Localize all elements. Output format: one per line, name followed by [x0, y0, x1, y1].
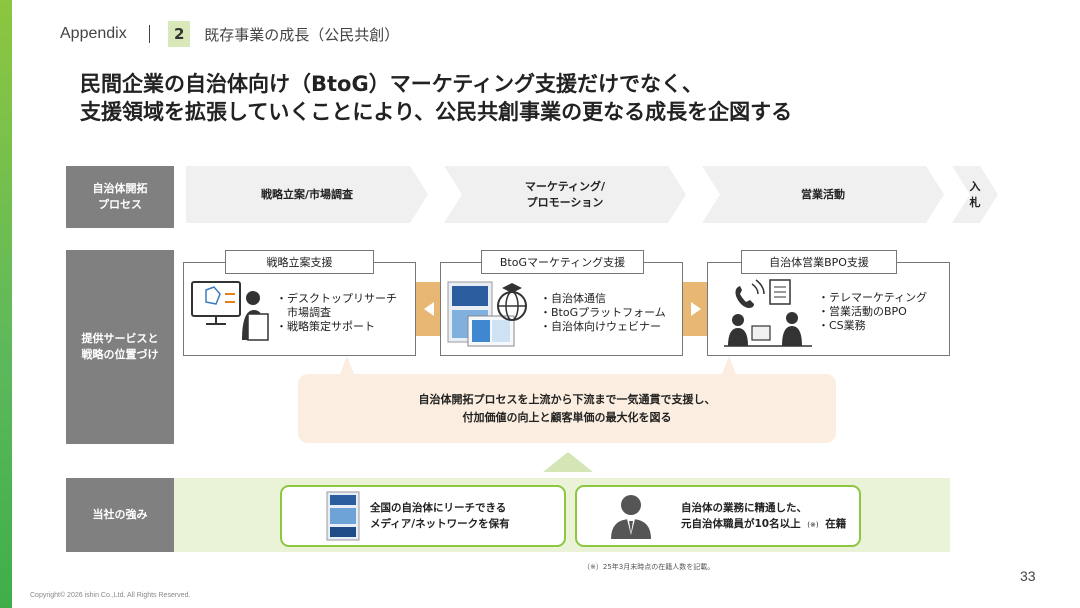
process-step-label: 入 札	[969, 179, 981, 209]
magazine-icon	[326, 491, 360, 541]
process-step-bidding: 入 札	[952, 166, 998, 223]
arrow-left-icon	[424, 302, 434, 316]
strength-line-suffix: 在籍	[825, 517, 847, 530]
media-platform-illustration	[447, 281, 527, 347]
callout-tip-right	[722, 356, 736, 374]
strength-card-media: 全国の自治体にリーチできる メディア/ネットワークを保有	[280, 485, 566, 547]
service-bullets-marketing: ・自治体通信 ・BtoGプラットフォーム ・自治体向けウェビナー	[540, 292, 666, 334]
callout-line-2: 付加価値の向上と顧客単価の最大化を図る	[462, 410, 672, 424]
arrow-right	[683, 282, 709, 336]
bullet-item: 市場調査	[276, 306, 331, 319]
bullet-item: ・BtoGプラットフォーム	[540, 306, 666, 319]
row-label-process: 自治体開拓 プロセス	[66, 166, 174, 228]
bullet-item: ・戦略策定サポート	[276, 320, 375, 333]
accent-bar	[0, 0, 12, 608]
strength-footnote-mark: (※)	[807, 520, 819, 529]
row-label-services: 提供サービスと 戦略の位置づけ	[66, 250, 174, 444]
service-title-marketing: BtoGマーケティング支援	[481, 250, 644, 274]
strength-text-media: 全国の自治体にリーチできる メディア/ネットワークを保有	[370, 500, 510, 532]
strength-card-staff: 自治体の業務に精通した、 元自治体職員が10名以上 (※) 在籍	[575, 485, 861, 547]
appendix-label: Appendix	[60, 25, 127, 42]
process-step-label: マーケティング/ プロモーション	[524, 179, 606, 209]
page-title: 民間企業の自治体向け（BtoG）マーケティング支援だけでなく、 支援領域を拡張し…	[80, 70, 792, 126]
strength-line-main: 元自治体職員が10名以上	[681, 517, 801, 530]
bullet-item: ・CS業務	[818, 319, 866, 332]
row-label-strengths: 当社の強み	[66, 478, 174, 552]
service-title-strategy: 戦略立案支援	[225, 250, 374, 274]
service-title-sales-bpo: 自治体営業BPO支援	[741, 250, 897, 274]
service-bullets-strategy: ・デスクトップリサーチ 市場調査 ・戦略策定サポート	[276, 292, 397, 334]
arrow-right-icon	[691, 302, 701, 316]
arrow-left	[416, 282, 442, 336]
callout-tip-left	[340, 356, 354, 374]
telemarketing-illustration	[724, 279, 812, 347]
service-card-strategy	[183, 262, 416, 356]
official-person-icon	[611, 495, 651, 539]
process-step-label: 戦略立案/市場調査	[260, 187, 354, 201]
footnote: （※）25年3月末時点の在籍人数を記載。	[583, 563, 715, 571]
strength-line: メディア/ネットワークを保有	[370, 518, 510, 530]
strength-text-staff: 自治体の業務に精通した、 元自治体職員が10名以上 (※) 在籍	[681, 500, 846, 533]
callout-line-1: 自治体開拓プロセスを上流から下流まで一気通貫で支援し、	[418, 392, 716, 406]
section-title: 既存事業の成長（公民共創）	[204, 25, 400, 44]
header-divider	[148, 25, 151, 43]
strength-line: 全国の自治体にリーチできる	[370, 502, 507, 514]
section-number-badge: 2	[168, 21, 191, 47]
process-step-strategy: 戦略立案/市場調査	[186, 166, 428, 223]
copyright: Copyright© 2026 ishin Co.,Ltd. All Right…	[30, 592, 191, 599]
page-title-line-2: 支援領域を拡張していくことにより、公民共創事業の更なる成長を企図する	[80, 100, 793, 124]
process-step-sales: 営業活動	[702, 166, 944, 223]
bullet-item: ・デスクトップリサーチ	[276, 292, 397, 305]
bullet-item: ・自治体向けウェビナー	[540, 320, 661, 333]
bullet-item: ・営業活動のBPO	[818, 305, 907, 318]
bullet-item: ・テレマーケティング	[818, 291, 928, 304]
up-arrow-triangle	[543, 452, 593, 472]
process-step-label: 営業活動	[801, 187, 845, 201]
strategy-research-illustration	[191, 281, 269, 341]
process-step-marketing: マーケティング/ プロモーション	[444, 166, 686, 223]
bullet-item: ・自治体通信	[540, 292, 606, 305]
strength-line: 元自治体職員が10名以上 (※) 在籍	[681, 516, 846, 533]
service-bullets-sales-bpo: ・テレマーケティング ・営業活動のBPO ・CS業務	[818, 291, 927, 333]
page-number: 33	[1020, 568, 1036, 584]
strategy-callout: 自治体開拓プロセスを上流から下流まで一気通貫で支援し、 付加価値の向上と顧客単価…	[298, 374, 836, 443]
page-title-line-1: 民間企業の自治体向け（BtoG）マーケティング支援だけでなく、	[80, 72, 704, 96]
header: Appendix 2 既存事業の成長（公民共創）	[60, 20, 399, 48]
strength-line: 自治体の業務に精通した、	[681, 501, 807, 514]
